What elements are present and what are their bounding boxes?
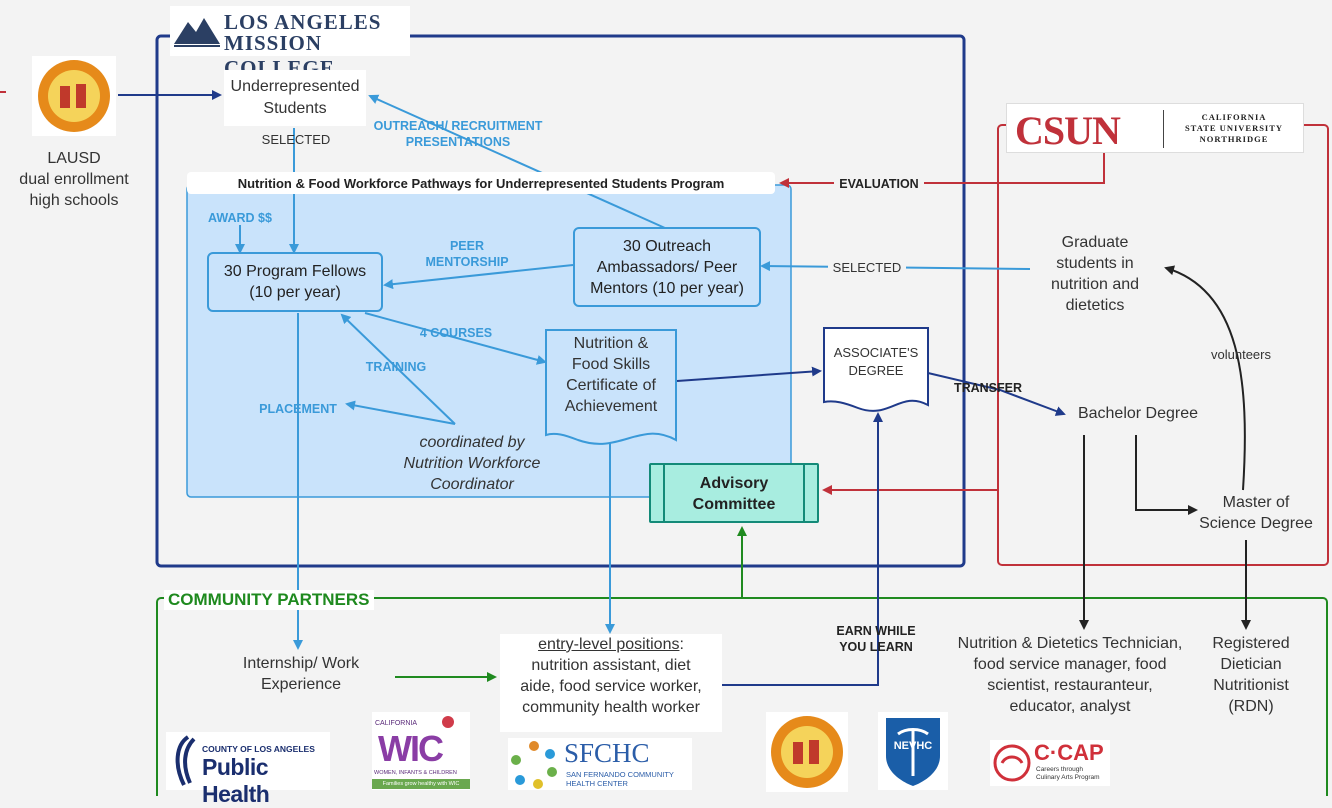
lausd-students-logo [766,712,848,792]
label-placement: PLACEMENT [259,402,337,416]
nevhc-logo: NEVHC [878,712,948,790]
label-peer-mentorship: PEER MENTORSHIP [425,239,509,269]
label-training: TRAINING [365,360,427,374]
technician-node: Nutrition & Dietetics Technician, food s… [957,635,1183,715]
community-partners-title: COMMUNITY PARTNERS [164,590,374,610]
label-volunteers: volunteers [1211,347,1271,362]
sfchc-logo: SFCHC SAN FERNANDO COMMUNITY HEALTH CENT… [508,738,692,790]
program-fellows-node: 30 Program Fellows (10 per year) [207,252,383,312]
lausd-seal-logo [32,56,116,136]
entry-level-node: entry-level positions: nutrition assista… [500,634,722,732]
bachelor-degree-node: Bachelor Degree [1077,405,1199,422]
associate-document-shape [823,327,929,412]
graduate-students-node: Graduate students in nutrition and diete… [1050,234,1140,314]
ccap-swirl-icon [993,744,1031,782]
label-selected-2: SELECTED [828,259,906,275]
lamc-logo-line1: LOS ANGELES [224,10,382,34]
label-courses: 4 COURSES [419,326,493,340]
internship-node: Internship/ Work Experience [242,655,360,693]
label-award: AWARD $$ [208,211,272,225]
lamc-logo: LOS ANGELES MISSION COLLEGE [170,6,410,80]
lausd-label: LAUSD dual enrollment high schools [19,150,129,209]
public-health-logo: COUNTY OF LOS ANGELES Public Health [166,732,330,807]
associate-degree-node: ASSOCIATE'S DEGREE [833,345,919,378]
csun-logo: CSUN CALIFORNIA STATE UNIVERSITY NORTHRI… [1006,103,1304,153]
certificate-node: Nutrition & Food Skills Certificate of A… [564,335,658,415]
entry-level-title: entry-level positions [538,636,680,653]
underrepresented-students-node: Underrepresented Students [224,70,366,126]
ccap-logo: C·CAP Careers through Culinary Arts Prog… [990,740,1110,786]
rdn-node: Registered Dietician Nutritionist (RDN) [1212,635,1290,715]
coordinator-note: coordinated by Nutrition Workforce Coord… [403,434,541,493]
label-evaluation: EVALUATION [834,175,924,191]
wic-logo: CALIFORNIA WIC WOMEN, INFANTS & CHILDREN… [372,712,470,790]
entry-level-body: nutrition assistant, diet aide, food ser… [520,657,702,716]
advisory-committee-node: Advisory Committee [649,463,819,523]
program-title: Nutrition & Food Workforce Pathways for … [187,172,775,194]
label-transfer: TRANSFER [953,381,1023,395]
certificate-document-shape [545,329,677,445]
label-earn-while-learn: EARN WHILE YOU LEARN [836,624,916,654]
outreach-ambassadors-node: 30 Outreach Ambassadors/ Peer Mentors (1… [573,227,761,307]
people-circle-icon [511,741,557,789]
label-selected-1: SELECTED [261,132,331,147]
lamc-container [155,34,966,568]
label-outreach: OUTREACH/ RECRUITMENT PRESENTATIONS [373,119,543,149]
master-degree-node: Master of Science Degree [1199,494,1313,532]
mountain-icon [174,18,220,47]
